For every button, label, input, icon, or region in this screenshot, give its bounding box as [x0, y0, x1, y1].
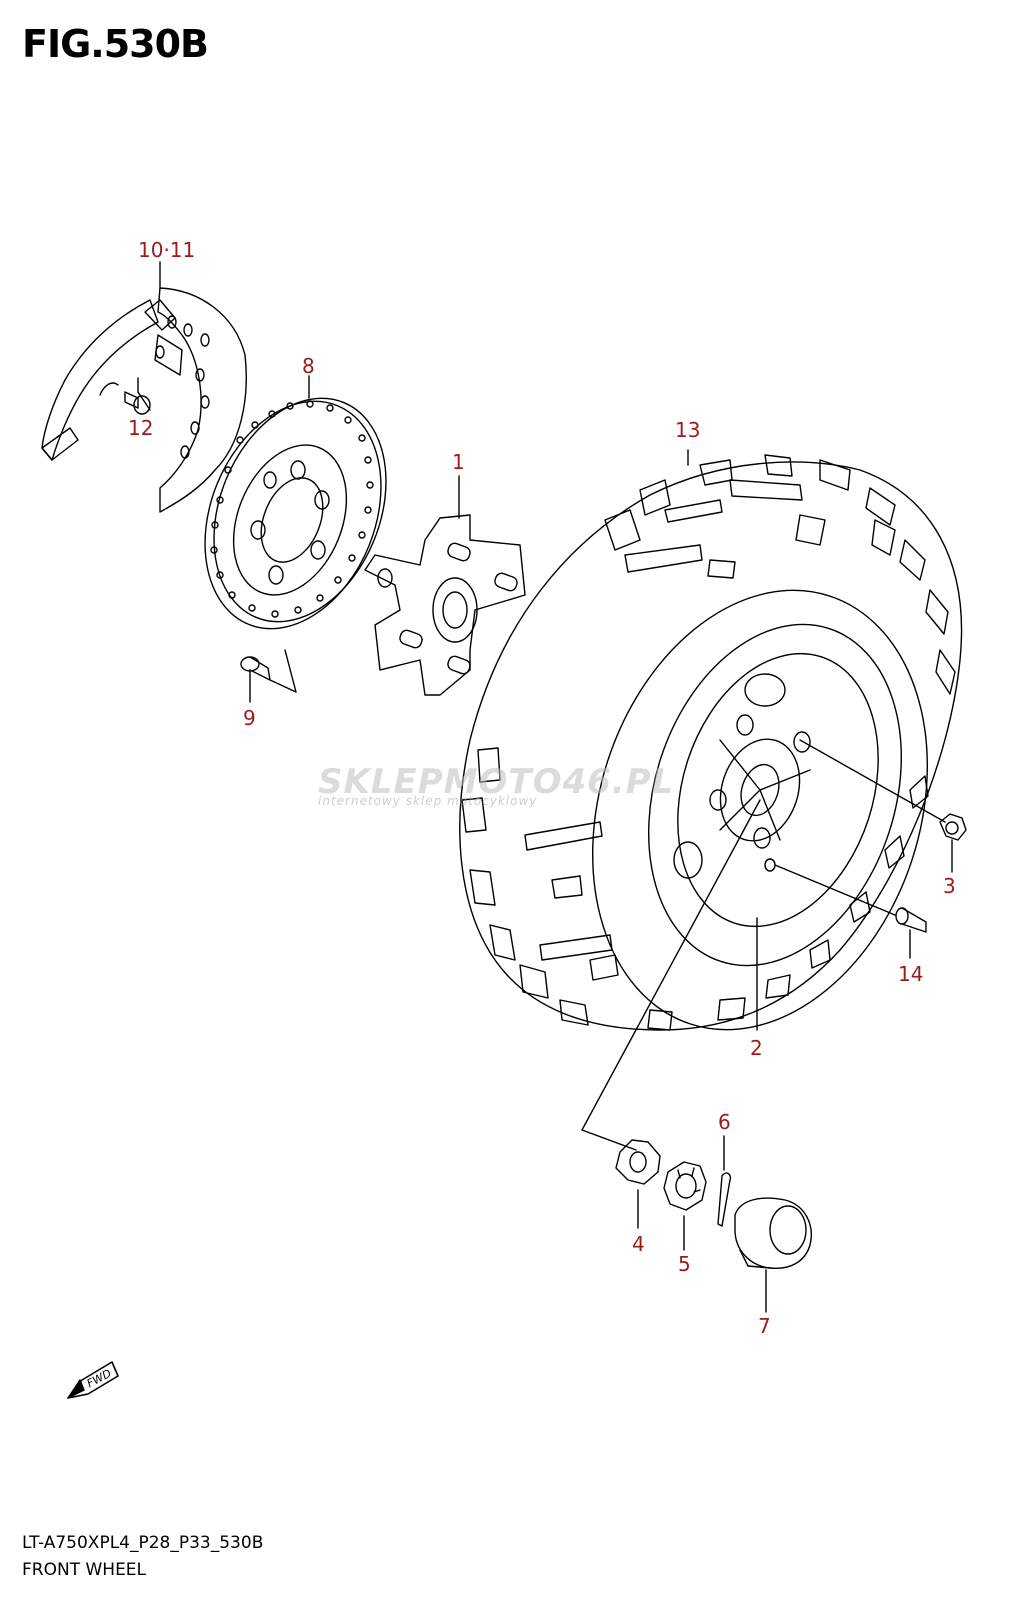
callout-6: 6	[718, 1110, 731, 1134]
fwd-arrow-icon: FWD	[68, 1362, 118, 1398]
bolt-9-part	[241, 650, 296, 702]
callout-9: 9	[243, 706, 256, 730]
tire-tread-blocks	[462, 450, 955, 1030]
bolt-12-part	[125, 378, 150, 414]
callout-1: 1	[452, 450, 465, 474]
hub-cap-7-part	[735, 1198, 811, 1268]
callout-10-11: 10·11	[138, 238, 196, 262]
watermark-text: SKLEPMOTO46.PL	[318, 762, 675, 802]
washer-4-part	[616, 1140, 660, 1184]
wheel-tire-part	[460, 462, 982, 1073]
model-code: LT-A750XPL4_P28_P33_530B	[22, 1533, 264, 1553]
figure-name: FRONT WHEEL	[22, 1560, 147, 1580]
disc-drill-holes	[211, 401, 373, 617]
nut-3-part	[940, 814, 966, 872]
callout-14: 14	[898, 962, 924, 986]
valve-14-part	[896, 908, 926, 958]
callout-4: 4	[632, 1232, 645, 1256]
brake-disc-part	[173, 372, 418, 655]
castle-nut-5-part	[664, 1162, 706, 1210]
leader-lines	[582, 740, 945, 1312]
watermark-subtext: internetowy sklep motocyklowy	[318, 794, 538, 808]
figure-title: FIG.530B	[22, 22, 209, 66]
callout-2: 2	[750, 1036, 763, 1060]
callout-3: 3	[943, 874, 956, 898]
wheel-hub-part	[365, 476, 525, 695]
callout-5: 5	[678, 1252, 691, 1276]
callout-8: 8	[302, 354, 315, 378]
brake-shield-part	[42, 262, 246, 512]
cotter-pin-6-part	[718, 1173, 730, 1226]
callout-13: 13	[675, 418, 701, 442]
callout-12: 12	[128, 416, 154, 440]
callout-7: 7	[758, 1314, 771, 1338]
